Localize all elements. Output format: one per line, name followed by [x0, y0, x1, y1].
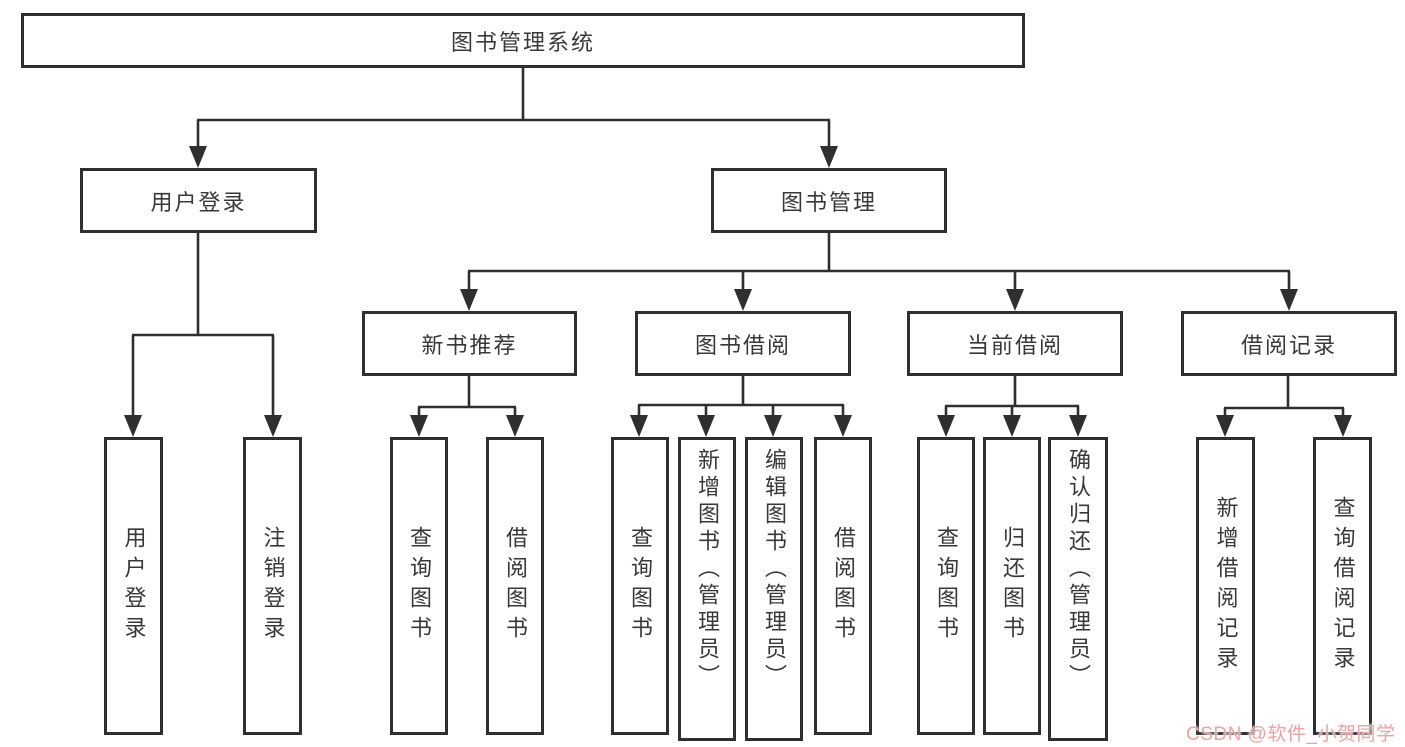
node-label: 查询图书: [407, 526, 432, 646]
node-query-borrow-record: 查询借阅记录: [1313, 437, 1372, 735]
node-logout: 注销登录: [243, 437, 302, 735]
node-borrow-records: 借阅记录: [1181, 311, 1397, 376]
node-book-management: 图书管理: [711, 168, 947, 233]
node-label: 查询图书: [628, 526, 653, 646]
node-label: 编辑图书（管理员）: [762, 448, 787, 691]
node-borrow-books-leaf: 借阅图书: [814, 437, 872, 735]
node-book-borrowing: 图书借阅: [635, 311, 851, 376]
node-label: 查询图书: [934, 526, 959, 646]
node-current-borrowing: 当前借阅: [907, 311, 1123, 376]
node-label: 借阅图书: [503, 526, 528, 646]
node-label: 确认归还（管理员）: [1066, 448, 1091, 691]
node-root: 图书管理系统: [21, 13, 1025, 68]
node-user-login-leaf: 用户登录: [104, 437, 163, 735]
node-label: 当前借阅: [966, 332, 1063, 358]
csdn-watermark: CSDN @软件_小贺同学: [1186, 724, 1396, 745]
node-label: 用户登录: [121, 526, 147, 646]
node-label: 借阅图书: [831, 526, 856, 646]
node-label: 图书管理: [780, 189, 877, 215]
node-label: 归还图书: [1000, 526, 1025, 646]
arrowheads: [124, 146, 1352, 437]
node-label: 新增借阅记录: [1213, 496, 1239, 676]
node-query-books-borrowing: 查询图书: [611, 437, 669, 735]
node-label: 用户登录: [150, 189, 247, 215]
node-query-books-current: 查询图书: [917, 437, 975, 735]
node-add-book-admin: 新增图书（管理员）: [678, 437, 736, 741]
node-new-book-recommend: 新书推荐: [362, 311, 577, 376]
node-label: 查询借阅记录: [1330, 496, 1356, 676]
node-add-borrow-record: 新增借阅记录: [1196, 437, 1255, 735]
node-edit-book-admin: 编辑图书（管理员）: [745, 437, 803, 741]
node-label: 注销登录: [260, 526, 286, 646]
node-label: 新书推荐: [421, 332, 518, 358]
node-borrow-books-recommend: 借阅图书: [486, 437, 544, 735]
node-return-book: 归还图书: [983, 437, 1041, 735]
node-confirm-return-admin: 确认归还（管理员）: [1048, 437, 1108, 741]
node-label: 图书借阅: [694, 332, 791, 358]
node-label: 借阅记录: [1240, 332, 1337, 358]
node-query-books-recommend: 查询图书: [390, 437, 448, 735]
node-user-login-branch: 用户登录: [80, 168, 317, 233]
node-root-label: 图书管理系统: [450, 29, 595, 55]
node-label: 新增图书（管理员）: [695, 448, 720, 691]
